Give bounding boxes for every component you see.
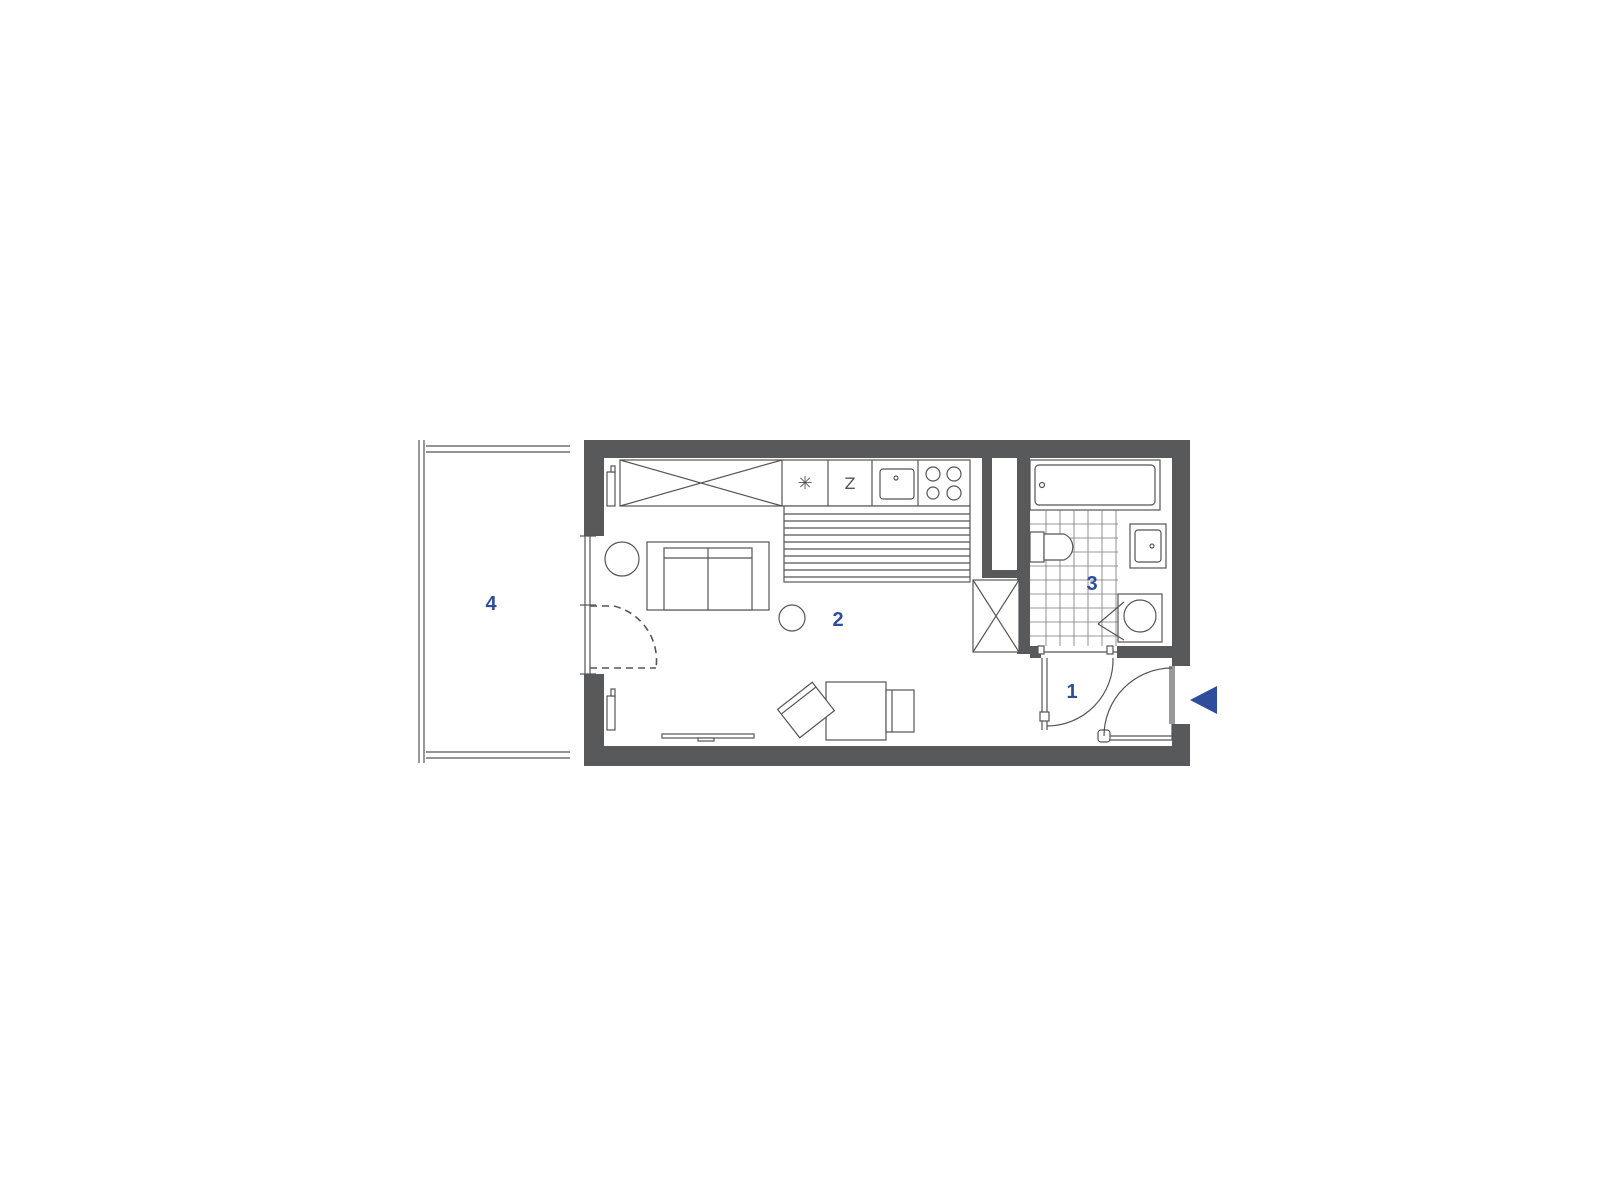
- living-furniture: [604, 541, 915, 742]
- bathroom: [1029, 459, 1167, 655]
- room-label-bathroom: 3: [1086, 573, 1097, 595]
- room-label-living: 2: [832, 609, 843, 631]
- hall: [1039, 657, 1175, 743]
- fridge-symbol: Z: [845, 474, 856, 493]
- room-label-hall: 1: [1066, 681, 1077, 703]
- entrance-arrow-icon: [1190, 686, 1217, 714]
- freezer-symbol: ✳: [797, 473, 812, 494]
- walls: [584, 440, 1190, 766]
- kitchen: ✳ Z: [619, 459, 1020, 653]
- room-label-balcony: 4: [485, 593, 497, 615]
- balcony: [418, 440, 570, 763]
- balcony-door: [580, 465, 658, 731]
